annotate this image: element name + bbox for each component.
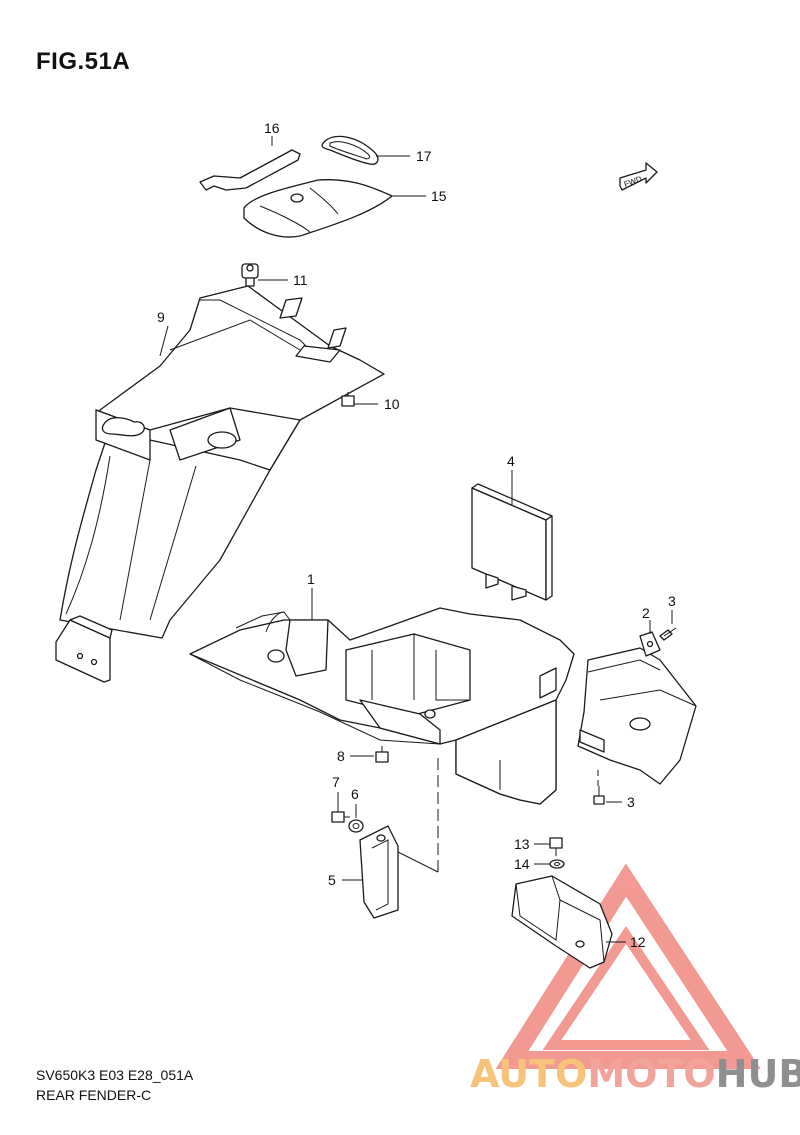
part-7-bolt <box>331 811 350 823</box>
fwd-arrow-icon: FWD <box>619 162 658 191</box>
watermark-logo-icon <box>495 863 761 1069</box>
part-5-bracket-lower <box>359 825 399 919</box>
callout-14: 14 <box>514 856 530 872</box>
leader-lines <box>159 136 673 943</box>
callout-2: 2 <box>642 605 650 621</box>
watermark-part-a: AUTO <box>470 1052 588 1096</box>
callout-7: 7 <box>332 774 340 790</box>
callout-labels: 16 17 15 11 9 10 4 1 2 3 3 8 7 6 5 13 14… <box>157 120 676 950</box>
part-10-bolt <box>341 392 355 407</box>
callout-16: 16 <box>264 120 280 136</box>
callout-13: 13 <box>514 836 530 852</box>
callout-1: 1 <box>307 571 315 587</box>
part-15-tool-bag <box>243 179 393 238</box>
part-2-bracket <box>577 631 697 785</box>
part-14-washer <box>549 859 565 869</box>
watermark-part-c: HUB <box>715 1052 800 1096</box>
callout-10: 10 <box>384 396 400 412</box>
callout-3-lower: 3 <box>627 794 635 810</box>
watermark-text: AUTOMOTOHUB <box>470 1052 800 1096</box>
callout-15: 15 <box>431 188 447 204</box>
part-1-rear-fender-main <box>189 607 575 805</box>
section-name: REAR FENDER-C <box>36 1087 152 1103</box>
part-13-bolt <box>549 837 563 856</box>
part-12-cover <box>511 875 613 969</box>
callout-8: 8 <box>337 748 345 764</box>
callout-17: 17 <box>416 148 432 164</box>
part-16-wrench <box>199 149 301 191</box>
callout-4: 4 <box>507 453 515 469</box>
part-9-tail-bracket <box>55 615 113 683</box>
callout-3-upper: 3 <box>668 593 676 609</box>
part-17-band <box>321 135 379 165</box>
figure-title: FIG.51A <box>36 48 131 75</box>
part-6-nut <box>348 819 364 833</box>
callout-6: 6 <box>351 786 359 802</box>
part-11-clip <box>241 263 259 287</box>
callout-12: 12 <box>630 934 646 950</box>
callout-11: 11 <box>293 272 308 288</box>
part-3-screw-lower <box>593 786 605 805</box>
part-3-screw-upper <box>659 627 677 641</box>
watermark-part-b: MOTO <box>587 1052 716 1096</box>
part-9-rear-fender-upper <box>59 285 385 639</box>
model-code: SV650K3 E03 E28_051A <box>36 1067 194 1083</box>
callout-5: 5 <box>328 872 336 888</box>
callout-9: 9 <box>157 309 165 325</box>
part-8-bolt <box>375 746 389 763</box>
